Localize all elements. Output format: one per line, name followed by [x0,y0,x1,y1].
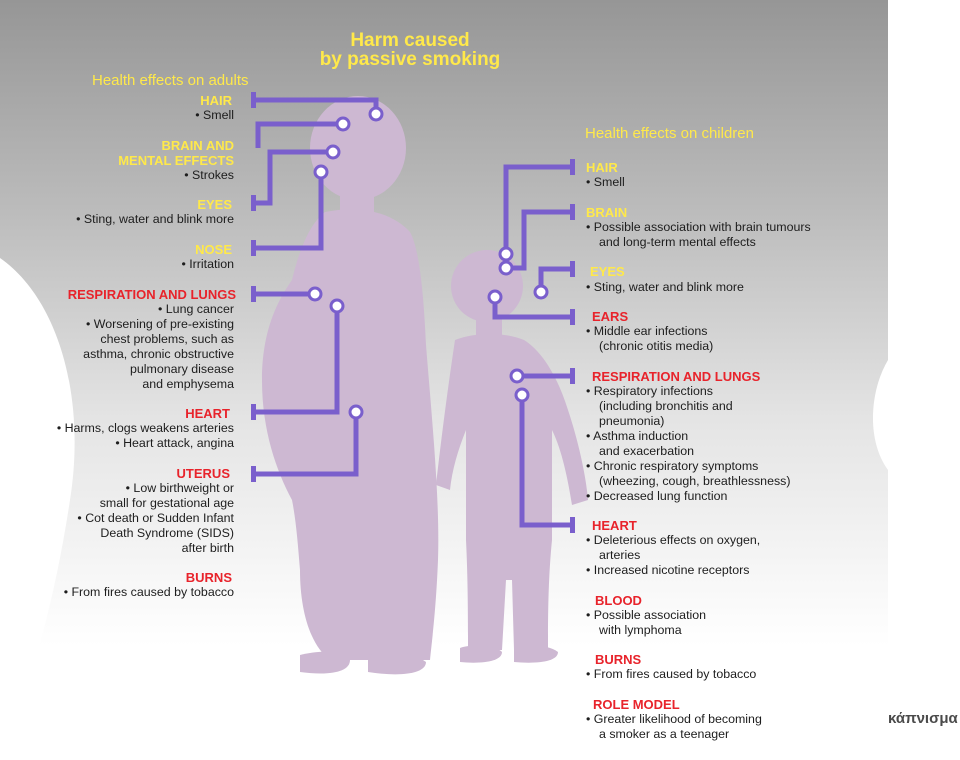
adult-uterus-item: • Cot death or Sudden Infant [77,511,234,525]
adult-eyes-item: • Sting, water and blink more [76,212,234,226]
adult-burns-item: • From fires caused by tobacco [63,585,234,599]
child-brain-heading: BRAIN [586,205,628,220]
child-connector-stops [570,159,575,533]
adult-brain-heading-line2: MENTAL EFFECTS [118,153,234,168]
child-hair-item: • Smell [586,175,625,189]
child-respiration-item: • Decreased lung function [586,489,728,503]
child-brain-list: • Possible association with brain tumour… [586,220,811,250]
adult-uterus-item: • Low birthweight or [125,481,234,495]
connector-adult-brain [255,121,343,148]
adult-uterus-item: small for gestational age [99,496,234,510]
child-heart-heading: HEART [592,518,637,533]
adults-group-title: Health effects on adults [92,72,249,89]
child-respiration-heading: RESPIRATION AND LUNGS [592,369,761,384]
connector-adult-heart [254,306,340,415]
adult-heart-item: • Heart attack, angina [115,436,234,450]
adult-nose-item: • Irritation [181,257,234,271]
child-eyes-item: • Sting, water and blink more [586,280,744,294]
children-group-title: Health effects on children [585,125,754,142]
adult-heart-heading: HEART [185,406,230,421]
main-title-line1: Harm caused [350,30,470,51]
connector-child-heart [519,395,573,528]
adult-respiration-item: chest problems, such as [100,332,234,346]
child-hair-heading: HAIR [586,160,618,175]
adult-respiration-item: and emphysema [142,377,234,391]
connector-adult-uterus [254,412,359,477]
adult-respiration-heading: RESPIRATION AND LUNGS [67,287,236,302]
child-heart-item: • Increased nicotine receptors [586,563,750,577]
background-right-curve [872,360,888,470]
adult-brain-heading: BRAIN AND MENTAL EFFECTS [118,138,234,168]
child-respiration-item: (including bronchitis and [599,399,733,413]
adult-hair-heading: HAIR [200,93,232,108]
adult-uterus-item: after birth [181,541,234,555]
connector-adult-nose [253,172,324,251]
adult-uterus-list: • Low birthweight or small for gestation… [77,481,234,556]
child-brain-item: and long-term mental effects [599,235,756,249]
child-ears-list: • Middle ear infections (chronic otitis … [586,324,713,354]
child-connectors [492,164,573,528]
child-heart-item: arteries [599,548,641,562]
child-respiration-item: • Respiratory infections [586,384,713,398]
background-panel [0,0,888,760]
child-respiration-item: and exacerbation [599,444,695,458]
child-burns-heading: BURNS [595,652,642,667]
adult-nose-heading: NOSE [195,242,232,257]
child-role-model-list: • Greater likelihood of becoming a smoke… [586,712,762,742]
adult-brain-item: • Strokes [184,168,234,182]
child-blood-item: with lymphoma [599,623,682,637]
child-role-model-item: • Greater likelihood of becoming [586,712,762,726]
connector-adult-eyes [253,149,333,206]
child-respiration-item: (wheezing, cough, breathlessness) [599,474,791,488]
child-connector-ends [487,246,549,403]
adult-burns-heading: BURNS [185,570,232,585]
child-ears-item: • Middle ear infections [586,324,708,338]
child-brain-item: • Possible association with brain tumour… [586,220,811,234]
background-left-curve [0,258,75,760]
connector-child-hair [503,164,573,254]
corner-caption: κάπνισμα [888,710,958,727]
adult-uterus-heading: UTERUS [176,466,230,481]
main-title-line2: by passive smoking [319,49,501,70]
child-respiration-item: pneumonia) [599,414,665,428]
adult-respiration-list: • Lung cancer • Worsening of pre-existin… [83,302,234,392]
adult-brain-heading-line1: BRAIN AND [161,138,234,153]
adult-heart-list: • Harms, clogs weakens arteries • Heart … [57,421,234,451]
connector-child-brain [506,209,573,271]
adult-eyes-heading: EYES [197,197,232,212]
adult-connector-stops [251,92,256,482]
child-ears-heading: EARS [592,309,629,324]
adult-heart-item: • Harms, clogs weakens arteries [56,421,234,435]
child-heart-list: • Deleterious effects on oxygen, arterie… [586,533,760,578]
child-role-model-heading: ROLE MODEL [593,697,680,712]
child-ears-item: (chronic otitis media) [599,339,714,353]
adult-respiration-item: • Lung cancer [158,302,234,316]
connector-child-eyes [538,266,573,292]
child-respiration-item: • Asthma induction [586,429,689,443]
child-blood-heading: BLOOD [595,593,642,608]
adult-respiration-item: asthma, chronic obstructive [83,347,234,361]
adult-uterus-item: Death Syndrome (SIDS) [100,526,234,540]
child-respiration-list: • Respiratory infections (including bron… [586,384,790,504]
child-eyes-heading: EYES [590,264,625,279]
child-role-model-item: a smoker as a teenager [599,727,730,741]
main-title: Harm caused by passive smoking [290,31,530,69]
adult-respiration-item: • Worsening of pre-existing [85,317,234,331]
child-blood-item: • Possible association [586,608,707,622]
adult-hair-item: • Smell [195,108,234,122]
adult-connector-ends [307,106,384,420]
child-respiration-item: • Chronic respiratory symptoms [586,459,759,473]
child-burns-item: • From fires caused by tobacco [586,667,757,681]
adult-respiration-item: pulmonary disease [129,362,234,376]
child-blood-list: • Possible association with lymphoma [586,608,706,638]
child-heart-item: • Deleterious effects on oxygen, [586,533,761,547]
